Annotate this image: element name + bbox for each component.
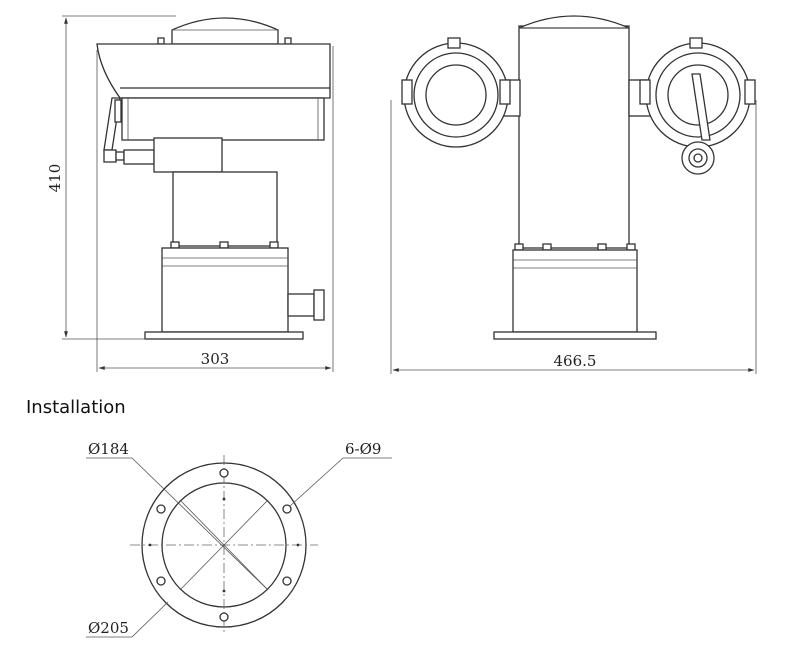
hole-spec-label: 6-Ø9 (345, 440, 381, 458)
installation-heading: Installation (26, 397, 126, 418)
front-dimension-lines (390, 100, 757, 374)
outer-diameter-label: Ø205 (88, 619, 129, 637)
side-dimension-lines (62, 15, 334, 372)
front-width-dimension-label: 466.5 (554, 352, 597, 370)
inner-diameter-label: Ø184 (88, 440, 129, 458)
side-view (96, 17, 331, 340)
installation-leader-lines (86, 457, 392, 638)
installation-flange-view (130, 455, 318, 635)
front-view (401, 15, 756, 340)
side-width-dimension-label: 303 (201, 350, 230, 368)
height-dimension-label: 410 (46, 164, 64, 193)
